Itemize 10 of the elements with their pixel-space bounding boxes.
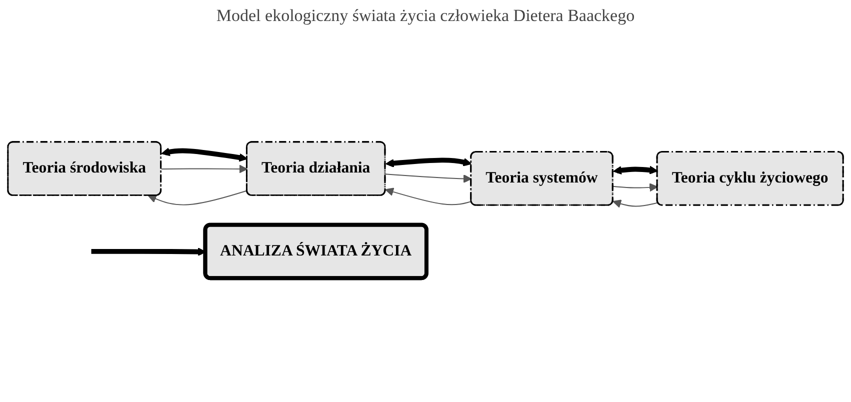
arrow xyxy=(385,188,472,206)
arrow xyxy=(384,174,472,184)
arrow xyxy=(613,166,658,175)
arrow xyxy=(160,164,248,174)
arrow xyxy=(612,200,658,208)
arrow xyxy=(612,183,658,192)
arrow xyxy=(148,190,248,206)
arrow xyxy=(161,148,248,162)
diagram-title: Model ekologiczny świata życia człowieka Dietera Baackego xyxy=(215,6,636,26)
arrow xyxy=(385,158,472,168)
